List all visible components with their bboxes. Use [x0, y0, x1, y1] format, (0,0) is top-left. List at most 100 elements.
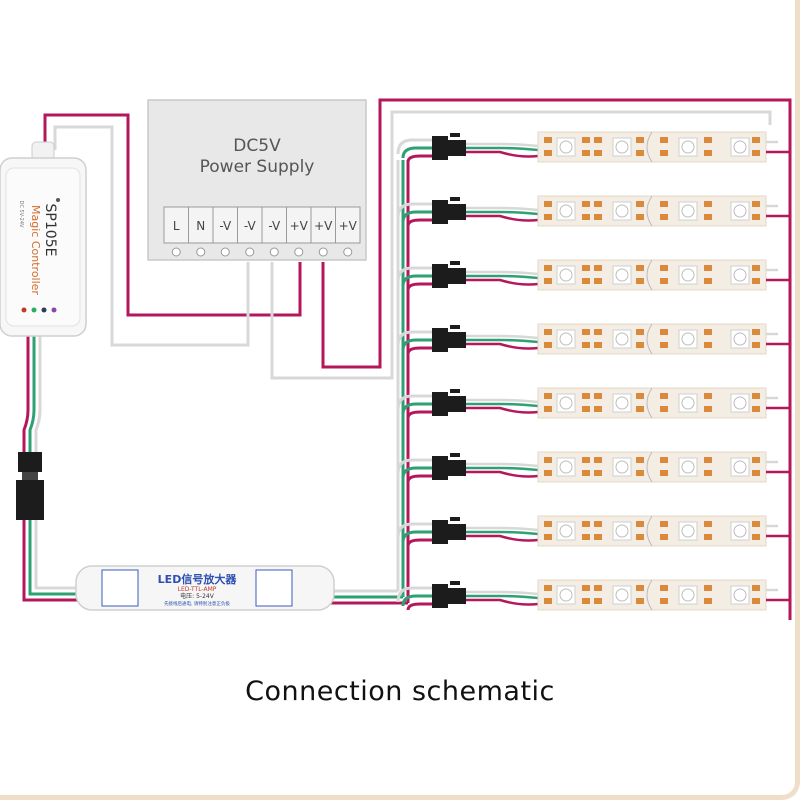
solder-pad [582, 150, 590, 156]
solder-pad [704, 342, 712, 348]
solder-pad [660, 457, 668, 463]
solder-pad [594, 137, 602, 143]
led-lens [733, 268, 747, 282]
led-strip-row [396, 515, 790, 547]
solder-pad [544, 329, 552, 335]
solder-pad [752, 457, 760, 463]
strip-lead-green [466, 210, 539, 216]
solder-pad [594, 585, 602, 591]
solder-pad [660, 137, 668, 143]
strip-cut-line [646, 515, 653, 547]
solder-pad [752, 265, 760, 271]
solder-pad [594, 214, 602, 220]
strip-lead-green [466, 594, 539, 600]
led-strip [537, 515, 767, 547]
amp-input-red [22, 520, 80, 602]
strip-lead-green [466, 146, 539, 152]
solder-pad [594, 534, 602, 540]
solder-pad [594, 342, 602, 348]
solder-pad [752, 342, 760, 348]
controller-cable-white [34, 335, 42, 455]
led-lens [681, 524, 695, 538]
controller-cable-connector [16, 452, 44, 520]
led-strip [537, 259, 767, 291]
solder-pad [582, 521, 590, 527]
solder-pad [704, 534, 712, 540]
led-lens [733, 204, 747, 218]
branch-wire-green [401, 402, 432, 415]
solder-pad [660, 406, 668, 412]
led-lens [733, 396, 747, 410]
solder-pad [582, 201, 590, 207]
controller-terminal-dot [51, 307, 57, 313]
solder-pad [660, 214, 668, 220]
solder-pad [594, 329, 602, 335]
branch-wire-white [396, 266, 432, 283]
solder-pad [636, 278, 644, 284]
solder-pad [636, 585, 644, 591]
solder-pad [582, 457, 590, 463]
solder-pad [704, 265, 712, 271]
led-lens [681, 140, 695, 154]
strip-lead-red [466, 406, 539, 414]
strip-connector-plug [448, 140, 466, 156]
strip-lead-green [466, 530, 539, 536]
terminal-label: -V [219, 219, 232, 233]
solder-pad [704, 406, 712, 412]
solder-pad [660, 342, 668, 348]
led-lens [559, 204, 573, 218]
power-supply-subtitle: Power Supply [200, 157, 315, 177]
strip-connector-plug [448, 524, 466, 540]
terminal-screw [245, 247, 255, 257]
solder-pad [660, 329, 668, 335]
power-supply-title: DC5V [233, 136, 281, 156]
branch-wire-green [401, 594, 432, 607]
strip-cut-line [646, 259, 653, 291]
led-strip-row [396, 387, 790, 419]
led-lens [615, 204, 629, 218]
led-lens [681, 460, 695, 474]
solder-pad [544, 342, 552, 348]
solder-pad [544, 598, 552, 604]
led-lens [559, 460, 573, 474]
solder-pad [704, 214, 712, 220]
terminal-label: N [196, 219, 205, 233]
solder-pad [704, 598, 712, 604]
solder-pad [752, 137, 760, 143]
solder-pad [704, 457, 712, 463]
branch-wire-green [401, 466, 432, 479]
controller-terminal-dot [31, 307, 37, 313]
strip-connector-body [432, 392, 448, 416]
solder-pad [594, 598, 602, 604]
solder-pad [582, 329, 590, 335]
terminal-label: +V [314, 219, 333, 233]
led-lens [615, 460, 629, 474]
led-lens [681, 332, 695, 346]
strip-connector-plug [448, 204, 466, 220]
controller-name: Magic Controller [29, 205, 42, 295]
solder-pad [594, 521, 602, 527]
led-lens [559, 140, 573, 154]
strip-lead-red [466, 534, 539, 542]
led-lens [733, 524, 747, 538]
branch-wire-red [406, 346, 432, 355]
solder-pad [660, 278, 668, 284]
led-lens [733, 332, 747, 346]
connector-female [16, 480, 44, 520]
solder-pad [752, 201, 760, 207]
strip-lead-red [466, 342, 539, 350]
amplifier-subtitle: LED-TTL-AMP [178, 586, 217, 593]
solder-pad [636, 201, 644, 207]
branch-wire-white [396, 586, 432, 603]
solder-pad [660, 470, 668, 476]
terminal-screw [196, 247, 206, 257]
terminal-screw [269, 247, 279, 257]
solder-pad [544, 406, 552, 412]
solder-pad [582, 585, 590, 591]
led-lens [733, 460, 747, 474]
controller-terminal-dot [21, 307, 27, 313]
led-strip-row [396, 323, 790, 355]
